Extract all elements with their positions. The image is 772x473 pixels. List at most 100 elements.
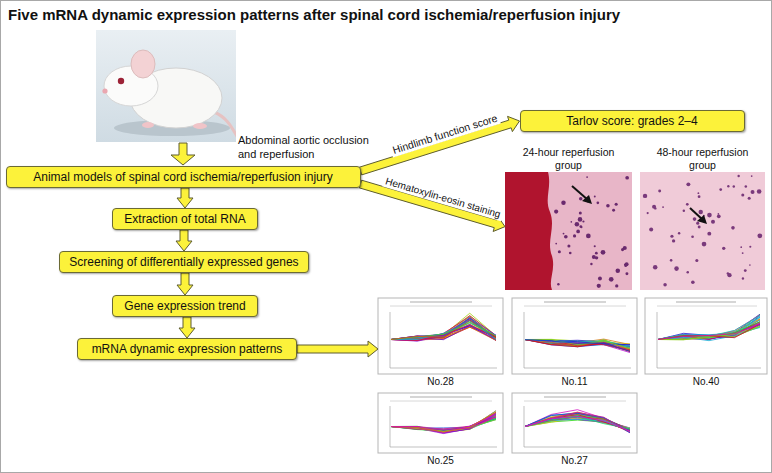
box-label: Extraction of total RNA <box>124 212 245 226</box>
cell-nucleus <box>586 234 591 239</box>
cell-nucleus <box>576 230 580 234</box>
cell-nucleus <box>653 265 658 270</box>
chart-axis <box>657 312 658 368</box>
box-label: mRNA dynamic expression patterns <box>92 342 283 356</box>
cell-nucleus <box>571 221 573 223</box>
step-note: Abdominal aortic occlusion and reperfusi… <box>238 134 383 162</box>
cell-nucleus <box>597 284 601 288</box>
profile-line <box>391 417 496 429</box>
cell-nucleus <box>579 211 582 214</box>
cell-nucleus <box>757 189 762 194</box>
chart-heading-mark <box>544 396 606 398</box>
pattern-number: No.28 <box>378 376 503 388</box>
cell-nucleus <box>615 284 618 287</box>
tissue-photo <box>640 172 765 290</box>
line-chart <box>512 298 637 374</box>
chart-axis <box>390 406 391 447</box>
group-heading: 24-hour reperfusion group <box>519 146 619 171</box>
cell-nucleus <box>652 205 656 209</box>
cell-nucleus <box>699 210 703 214</box>
chart-frame <box>378 298 503 374</box>
profile-line <box>525 340 630 351</box>
profile-line <box>391 414 496 432</box>
chart-axis <box>390 368 497 369</box>
cell-nucleus <box>686 203 689 206</box>
cell-nucleus <box>625 262 629 266</box>
pointer-head <box>697 215 707 224</box>
cell-nucleus <box>579 225 582 228</box>
profile-line <box>525 413 630 430</box>
process-box: Tarlov score: grades 2–4 <box>520 110 745 132</box>
profile-line <box>525 340 630 352</box>
chart-heading-mark <box>657 306 757 307</box>
chart-axis <box>524 447 631 448</box>
mouse-photo <box>96 30 236 142</box>
profile-line <box>391 320 496 340</box>
cell-nucleus <box>670 259 673 262</box>
cell-nucleus <box>727 272 729 274</box>
cell-nucleus <box>581 226 583 228</box>
chart-axis <box>390 312 391 368</box>
cell-nucleus <box>745 185 748 188</box>
cell-nucleus <box>672 239 675 242</box>
cell-nucleus <box>582 220 584 222</box>
chart-frame <box>512 298 637 374</box>
chart-axis <box>390 447 497 448</box>
cell-nucleus <box>647 212 649 214</box>
cell-nucleus <box>625 176 629 180</box>
cell-nucleus <box>674 266 679 271</box>
profile-line <box>658 320 760 339</box>
group-heading: 48-hour reperfusion group <box>653 146 753 171</box>
pointer-head <box>582 195 592 204</box>
profile-line <box>525 413 630 431</box>
cell-nucleus <box>741 193 744 196</box>
chart-axis <box>657 368 761 369</box>
profile-line <box>525 340 630 352</box>
cell-nucleus <box>733 185 735 187</box>
cell-nucleus <box>594 245 596 247</box>
profile-line <box>525 340 630 353</box>
cell-nucleus <box>575 222 580 227</box>
process-arrow <box>359 116 519 175</box>
cell-nucleus <box>555 243 557 245</box>
mouse-tail <box>214 112 236 138</box>
profile-line <box>658 315 760 340</box>
cell-nucleus <box>719 188 722 191</box>
pattern-chart: No.27 <box>512 393 637 467</box>
chart-frame <box>645 298 767 374</box>
cell-nucleus <box>658 189 661 192</box>
chart-axis <box>524 312 525 368</box>
profile-line <box>658 316 760 340</box>
arrow-label: Hematoxylin-eosin staining <box>382 175 504 221</box>
pattern-number: No.11 <box>512 376 637 388</box>
cell-nucleus <box>742 277 744 279</box>
stain-image-panel: 48-hour reperfusion group <box>640 146 765 290</box>
stain-image-panel: 24-hour reperfusion group <box>505 146 632 290</box>
cell-nucleus <box>590 263 592 265</box>
chart-frame <box>378 393 503 453</box>
chart-heading-mark <box>410 301 472 303</box>
cell-nucleus <box>711 220 715 224</box>
profile-line <box>391 415 496 431</box>
profile-line <box>525 340 630 350</box>
cell-nucleus <box>594 195 596 197</box>
cell-nucleus <box>616 268 621 273</box>
profile-line <box>525 416 630 432</box>
pattern-chart: No.40 <box>645 298 767 388</box>
profile-line <box>391 417 496 430</box>
profile-line <box>525 412 630 432</box>
cell-nucleus <box>717 214 721 218</box>
profile-line <box>391 320 496 339</box>
cell-nucleus <box>749 246 751 248</box>
process-box: mRNA dynamic expression patterns <box>77 338 297 360</box>
photo-ground <box>96 30 236 142</box>
cell-nucleus <box>698 225 701 228</box>
cell-nucleus <box>757 233 762 238</box>
cell-nucleus <box>563 233 565 235</box>
process-arrow <box>297 341 378 357</box>
cell-nucleus <box>691 280 695 284</box>
